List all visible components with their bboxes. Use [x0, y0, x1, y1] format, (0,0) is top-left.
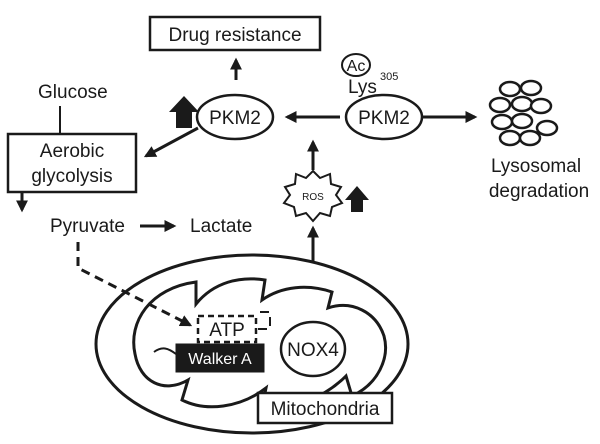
atp-binding-link [256, 311, 271, 330]
glucose-label: Glucose [38, 82, 108, 103]
ros-label: ROS [302, 192, 324, 203]
acetylation-badge: Ac [341, 53, 371, 77]
atp-label: ATP [209, 320, 245, 341]
thick-up-arrow-icon [169, 96, 199, 128]
glycolysis-label: glycolysis [31, 166, 112, 187]
lys-position-label: 305 [380, 71, 398, 83]
pkm2-right-label: PKM2 [358, 108, 410, 129]
lactate-label: Lactate [190, 216, 252, 237]
walker-a-node: Walker A [175, 343, 265, 373]
drug-resistance-label: Drug resistance [168, 25, 301, 46]
nox4-node: NOX4 [279, 320, 347, 378]
lys-label: Lys [348, 77, 377, 98]
aerobic-glycolysis-node: Aerobic glycolysis [6, 132, 138, 194]
arrow-pyruvate-to-atp [76, 242, 193, 327]
walker-a-left-tail [153, 347, 177, 355]
thick-up-arrow-icon [345, 186, 369, 212]
atp-node: ATP [196, 314, 258, 344]
pkm2-left-node: PKM2 [195, 93, 275, 141]
pkm2-right-node: PKM2 [344, 93, 424, 141]
mitochondria-label-node: Mitochondria [256, 391, 394, 425]
nox4-label: NOX4 [287, 340, 339, 361]
lysosomal-label: Lysosomal [491, 156, 581, 177]
arrow-pkm2-to-glycolysis [143, 126, 199, 158]
pkm2-left-label: PKM2 [209, 108, 261, 129]
ac-label: Ac [347, 58, 366, 75]
degradation-label: degradation [489, 181, 589, 202]
walker-a-label: Walker A [188, 351, 252, 368]
mitochondria-label: Mitochondria [271, 399, 380, 420]
pyruvate-label: Pyruvate [50, 216, 125, 237]
ros-node: ROS [282, 169, 344, 223]
lysosome-vesicles-icon [488, 79, 559, 147]
drug-resistance-node: Drug resistance [148, 15, 322, 52]
aerobic-label: Aerobic [40, 141, 104, 162]
